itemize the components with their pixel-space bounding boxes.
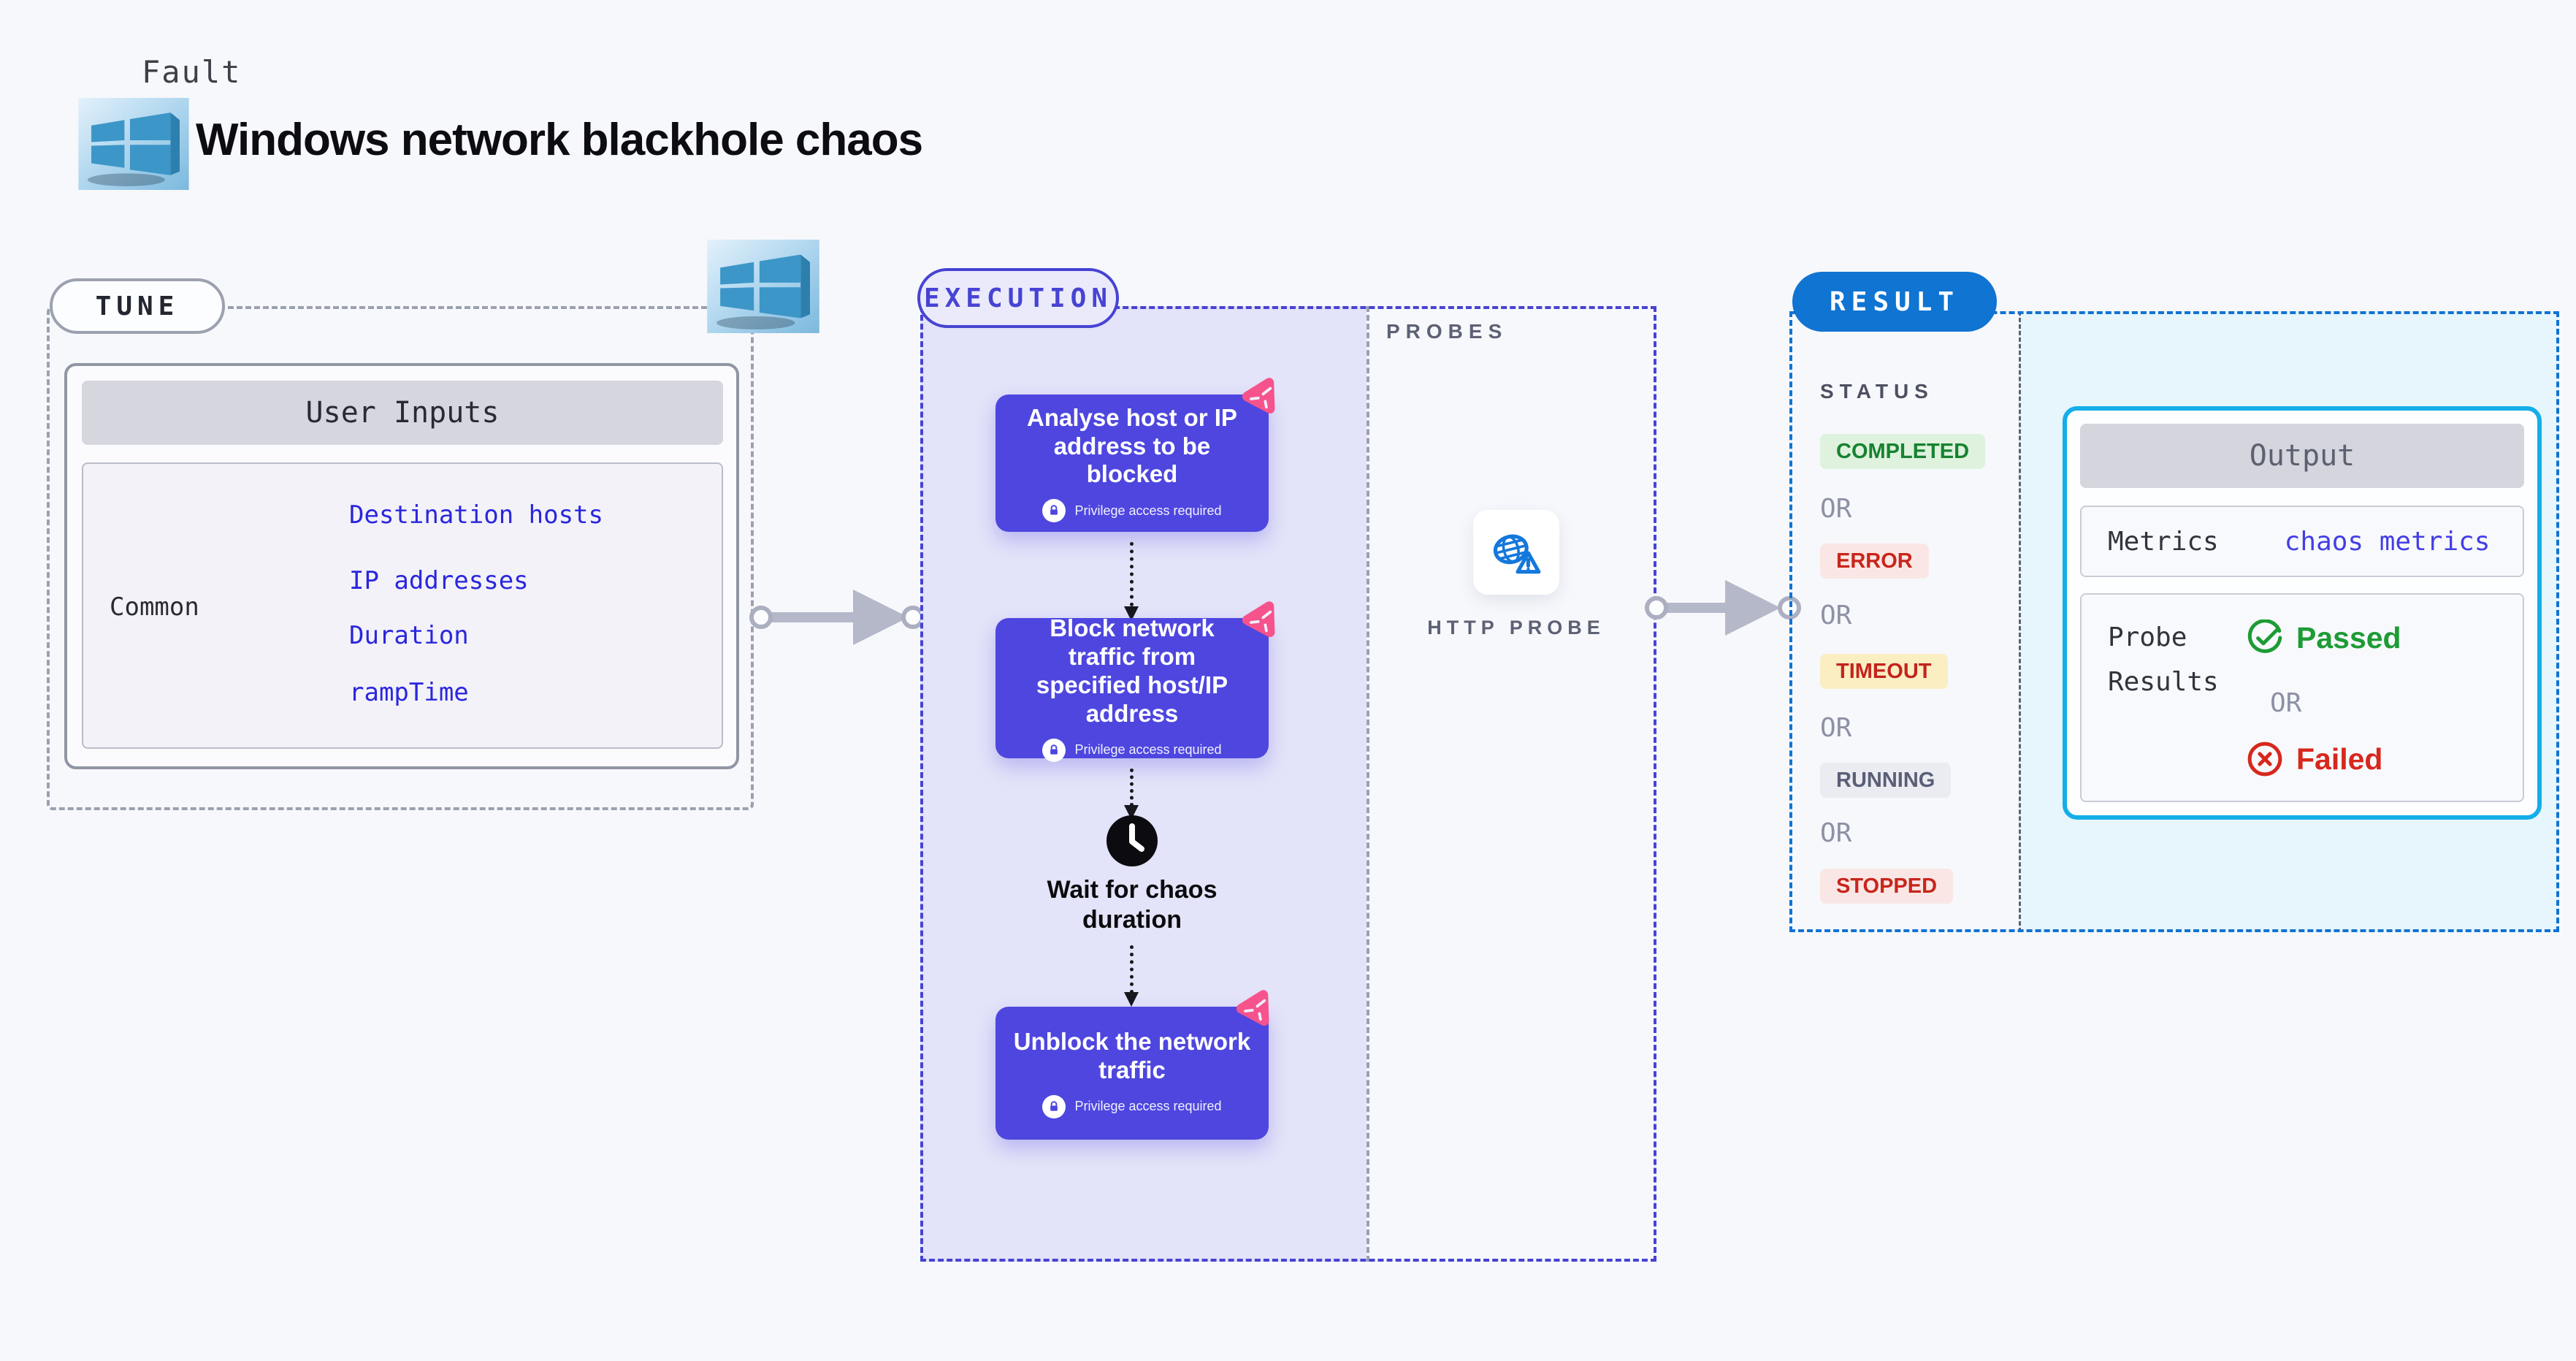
page-title: Windows network blackhole chaos <box>196 115 923 165</box>
or-separator: OR <box>1820 818 1852 848</box>
failed-label: Failed <box>2296 742 2383 776</box>
passed-label: Passed <box>2296 620 2401 655</box>
http-probe-label: HTTP PROBE <box>1427 617 1605 638</box>
or-separator: OR <box>2270 688 2302 718</box>
privilege-badge-label: Privilege access required <box>1074 503 1222 518</box>
fault-eyebrow: Fault <box>142 54 242 90</box>
probes-zone-label: PROBES <box>1386 320 1508 343</box>
status-badge-completed: COMPLETED <box>1820 434 1986 469</box>
or-separator: OR <box>1820 601 1852 630</box>
connector-dot <box>749 606 773 629</box>
http-probe-card <box>1473 510 1559 595</box>
failed-verdict: Failed <box>2247 741 2382 777</box>
probe-results-row: Probe Results Passed OR Failed <box>2080 593 2524 802</box>
connector-dot <box>1778 596 1801 619</box>
status-heading: STATUS <box>1820 380 1934 403</box>
windows-logo-icon <box>707 240 819 333</box>
chaos-pinwheel-icon <box>1237 370 1288 422</box>
user-inputs-row-label: Common <box>110 592 199 622</box>
step-block-traffic: Block network traffic from specified hos… <box>995 614 1269 762</box>
arrowhead-icon <box>1124 992 1139 1007</box>
metrics-row: Metrics chaos metrics <box>2080 506 2524 577</box>
flow-connector <box>1130 769 1134 807</box>
lock-icon <box>1042 1094 1066 1118</box>
chaos-pinwheel-icon <box>1237 594 1288 645</box>
windows-logo-icon <box>77 98 190 190</box>
privilege-badge: Privilege access required <box>1042 499 1222 523</box>
status-badge-timeout: TIMEOUT <box>1820 654 1948 689</box>
status-badge-error: ERROR <box>1820 544 1929 579</box>
privilege-badge-label: Privilege access required <box>1074 1099 1222 1114</box>
step-analyse-host: Analyse host or IP address to be blocked… <box>995 394 1269 532</box>
arrowhead-icon <box>1725 580 1781 636</box>
execution-section-pill: EXECUTION <box>917 268 1119 328</box>
privilege-badge: Privilege access required <box>1042 738 1222 762</box>
check-circle-icon <box>2247 619 2282 653</box>
privilege-badge: Privilege access required <box>1042 1094 1222 1118</box>
link-duration[interactable]: Duration <box>349 621 469 650</box>
step-title: Block network traffic from specified hos… <box>1036 614 1228 727</box>
wait-step-label: Wait for chaos duration <box>1047 876 1218 934</box>
arrowhead-icon <box>853 590 909 645</box>
privilege-badge-label: Privilege access required <box>1074 742 1222 758</box>
flow-connector <box>1130 542 1134 606</box>
step-title: Analyse host or IP address to be blocked <box>1027 403 1237 488</box>
http-probe-globe-icon <box>1493 534 1541 574</box>
step-unblock-traffic: Unblock the network traffic Privilege ac… <box>995 1007 1269 1140</box>
clock-icon <box>1107 815 1158 866</box>
x-circle-icon <box>2247 742 2282 777</box>
chaos-metrics-link[interactable]: chaos metrics <box>2284 526 2491 557</box>
user-inputs-header: User Inputs <box>82 381 723 445</box>
probes-divider <box>1367 306 1369 1262</box>
arrow-tune-to-execution <box>768 612 865 622</box>
tune-section-box <box>47 306 754 810</box>
passed-verdict: Passed <box>2247 619 2401 656</box>
chaos-pinwheel-icon <box>1231 983 1282 1034</box>
or-separator: OR <box>1820 494 1852 524</box>
flow-connector <box>1130 945 1134 994</box>
status-badge-stopped: STOPPED <box>1820 869 1954 904</box>
tune-section-pill: TUNE <box>50 278 225 334</box>
result-section-pill: RESULT <box>1792 272 1997 332</box>
metrics-label: Metrics <box>2108 526 2219 557</box>
probe-results-label: Probe Results <box>2108 622 2219 698</box>
connector-dot <box>1645 596 1668 619</box>
status-badge-running: RUNNING <box>1820 763 1952 798</box>
arrowhead-icon <box>1124 606 1139 621</box>
lock-icon <box>1042 738 1066 762</box>
or-separator: OR <box>1820 713 1852 743</box>
lock-icon <box>1042 499 1066 523</box>
step-title: Unblock the network traffic <box>1013 1028 1251 1083</box>
link-ip-addresses[interactable]: IP addresses <box>349 566 529 595</box>
link-ramptime[interactable]: rampTime <box>349 678 469 707</box>
output-card-header: Output <box>2080 424 2524 488</box>
arrow-probes-to-result <box>1664 603 1740 613</box>
result-divider <box>2019 311 2021 932</box>
link-destination-hosts[interactable]: Destination hosts <box>349 500 603 530</box>
user-inputs-body <box>82 462 723 749</box>
